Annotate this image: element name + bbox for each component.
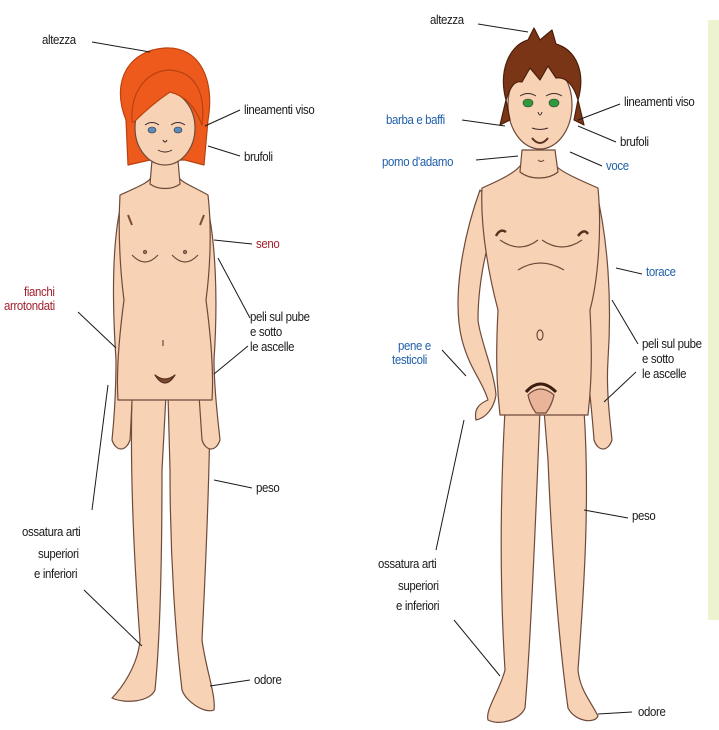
label-female-ossatura-3: e inferiori — [34, 566, 77, 581]
label-female-fianchi-1: fianchi — [24, 284, 55, 299]
label-male-peso: peso — [632, 508, 655, 523]
side-panel — [708, 20, 719, 620]
female-figure — [112, 48, 220, 711]
female-torso — [117, 176, 212, 400]
label-male-torace: torace — [646, 264, 676, 279]
male-torso — [482, 166, 600, 415]
label-male-pomo: pomo d'adamo — [382, 154, 453, 169]
label-male-pene-2: testicoli — [392, 352, 427, 367]
label-female-odore: odore — [254, 672, 282, 687]
male-right-leg — [544, 410, 598, 721]
label-female-peli-3: le ascelle — [250, 339, 294, 354]
male-figure — [458, 28, 612, 722]
label-male-peli-1: peli sul pube — [642, 336, 702, 351]
label-male-peli-2: e sotto — [642, 351, 674, 366]
label-male-voce: voce — [606, 158, 629, 173]
label-female-peli-1: peli sul pube — [250, 309, 310, 324]
male-neck — [520, 150, 558, 178]
label-female-ossatura-1: ossatura arti — [22, 524, 80, 539]
label-male-odore: odore — [638, 704, 666, 719]
label-male-altezza: altezza — [430, 12, 464, 27]
label-male-peli-3: le ascelle — [642, 366, 686, 381]
label-male-lineamenti: lineamenti viso — [624, 94, 694, 109]
label-male-ossatura-3: e inferiori — [396, 598, 439, 613]
label-male-pene-1: pene e — [398, 338, 431, 353]
label-male-ossatura-1: ossatura arti — [378, 556, 436, 571]
label-male-brufoli: brufoli — [620, 134, 649, 149]
label-female-ossatura-2: superiori — [38, 546, 79, 561]
label-female-altezza: altezza — [42, 32, 76, 47]
label-male-barba: barba e baffi — [386, 112, 445, 127]
male-left-leg — [488, 410, 540, 722]
label-male-ossatura-2: superiori — [398, 578, 439, 593]
label-female-seno: seno — [256, 236, 279, 251]
label-female-peso: peso — [256, 480, 279, 495]
label-female-peli-2: e sotto — [250, 324, 282, 339]
label-female-fianchi-2: arrotondati — [4, 298, 55, 313]
label-female-brufoli: brufoli — [244, 149, 273, 164]
label-female-lineamenti: lineamenti viso — [244, 102, 314, 117]
